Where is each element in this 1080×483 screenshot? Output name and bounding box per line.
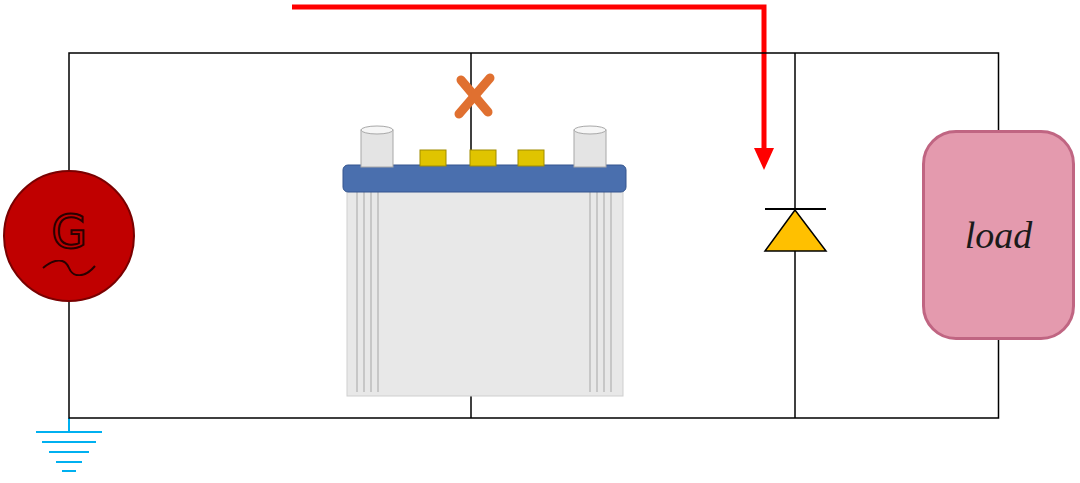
generator-circle: G	[3, 170, 135, 302]
generator-label: G	[51, 205, 87, 259]
battery-wire	[470, 395, 472, 418]
ground-symbol	[36, 418, 102, 471]
break-mark	[459, 78, 490, 114]
wire	[69, 302, 999, 418]
ac-wave	[39, 260, 99, 276]
load-label: load	[965, 213, 1033, 257]
battery-illustration	[343, 126, 626, 396]
wire	[69, 53, 999, 170]
current-arrow	[292, 7, 774, 170]
load-box: load	[922, 130, 1075, 340]
diode-symbol	[765, 210, 826, 251]
